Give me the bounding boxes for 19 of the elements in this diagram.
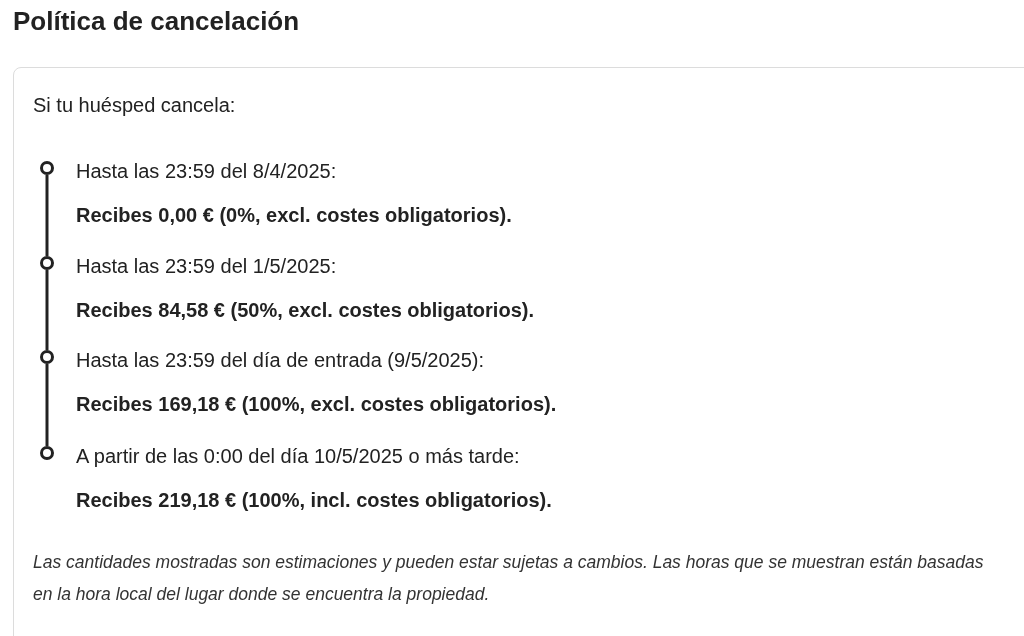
refund-amount: Recibes 84,58 € (50%, excl. costes obligatorios). <box>76 298 534 322</box>
timeline-dot <box>40 350 54 364</box>
timeline-line <box>45 175 49 256</box>
intro-text: Si tu huésped cancela: <box>33 93 236 117</box>
timeline-dot <box>40 161 54 175</box>
footnote: Las cantidades mostradas son estimaciones y pueden estar sujetas a cambios. Las horas que se muestran están basadas en la hora local del lugar donde se encuentra la propiedad. <box>33 551 985 606</box>
timeline-dot <box>40 256 54 270</box>
deadline-text: Hasta las 23:59 del 1/5/2025: <box>76 254 337 278</box>
deadline-text: Hasta las 23:59 del 8/4/2025: <box>76 159 337 183</box>
refund-amount: Recibes 0,00 € (0%, excl. costes obligatorios). <box>76 203 512 227</box>
timeline-line <box>45 270 49 350</box>
timeline-line <box>45 364 49 446</box>
deadline-text: A partir de las 0:00 del día 10/5/2025 o más tarde: <box>76 444 520 468</box>
heading: Política de cancelación <box>13 5 300 38</box>
timeline-dot <box>40 446 54 460</box>
deadline-text: Hasta las 23:59 del día de entrada (9/5/2025): <box>76 348 485 372</box>
refund-amount: Recibes 219,18 € (100%, incl. costes obligatorios). <box>76 488 552 512</box>
policy-card <box>13 67 1024 636</box>
refund-amount: Recibes 169,18 € (100%, excl. costes obligatorios). <box>76 392 557 416</box>
